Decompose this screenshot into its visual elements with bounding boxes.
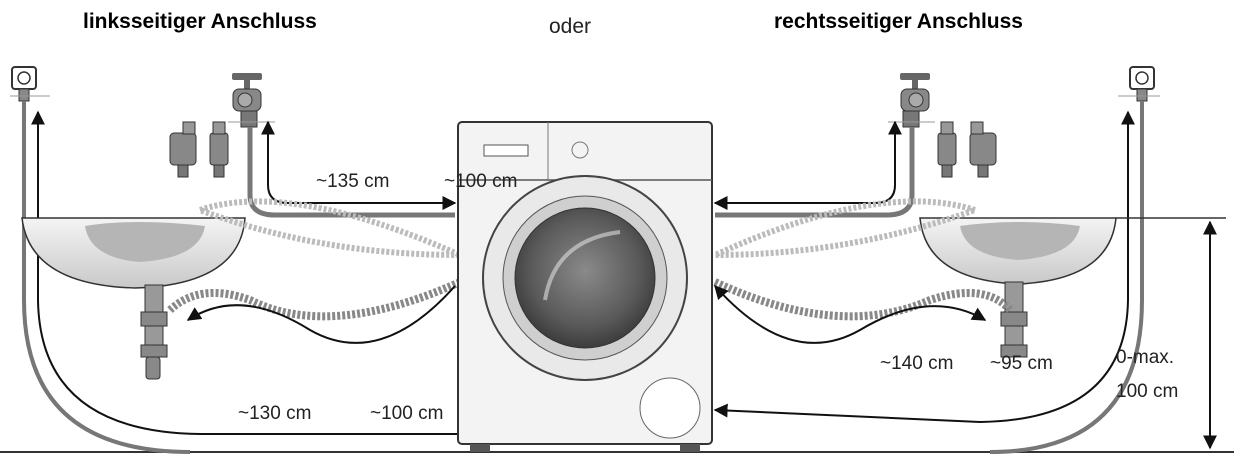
dimension-label: ~100 cm	[444, 171, 518, 192]
heading-or: oder	[549, 15, 592, 38]
heading-left-connection: linksseitiger Anschluss	[83, 10, 317, 33]
power-socket-icon	[10, 66, 50, 102]
power-socket-icon	[1118, 66, 1160, 102]
drain-hose-loop	[198, 198, 462, 258]
dimension-label: ~100 cm	[370, 403, 444, 424]
aquastop-valve-icon	[169, 121, 229, 178]
wash-basin-icon	[919, 217, 1117, 358]
dimension-label: ~135 cm	[316, 171, 390, 192]
drain-hose-loop	[713, 198, 977, 258]
power-cable	[22, 101, 191, 454]
dimension-label: ~140 cm	[880, 353, 954, 374]
drain-hose	[167, 278, 462, 321]
inlet-arrow-line	[261, 120, 457, 210]
drain-arrow-line	[713, 110, 1135, 424]
drain-arrow-line	[186, 285, 456, 344]
height-label-line2: 100 cm	[1116, 381, 1179, 402]
water-tap-icon	[228, 73, 275, 128]
wash-basin-icon	[21, 217, 246, 380]
dimension-label: ~95 cm	[990, 353, 1053, 374]
dimension-label: ~130 cm	[238, 403, 312, 424]
washing-machine-icon	[457, 121, 713, 452]
inlet-hose	[247, 127, 455, 218]
water-tap-icon	[888, 73, 935, 128]
drain-arrow-line	[31, 110, 460, 435]
heading-right-connection: rechtsseitiger Anschluss	[774, 10, 1023, 33]
inlet-arrow-line	[713, 120, 902, 210]
drain-arrow-line	[714, 284, 987, 344]
aquastop-valve-icon	[937, 121, 997, 178]
height-label-line1: 0-max.	[1116, 347, 1175, 368]
